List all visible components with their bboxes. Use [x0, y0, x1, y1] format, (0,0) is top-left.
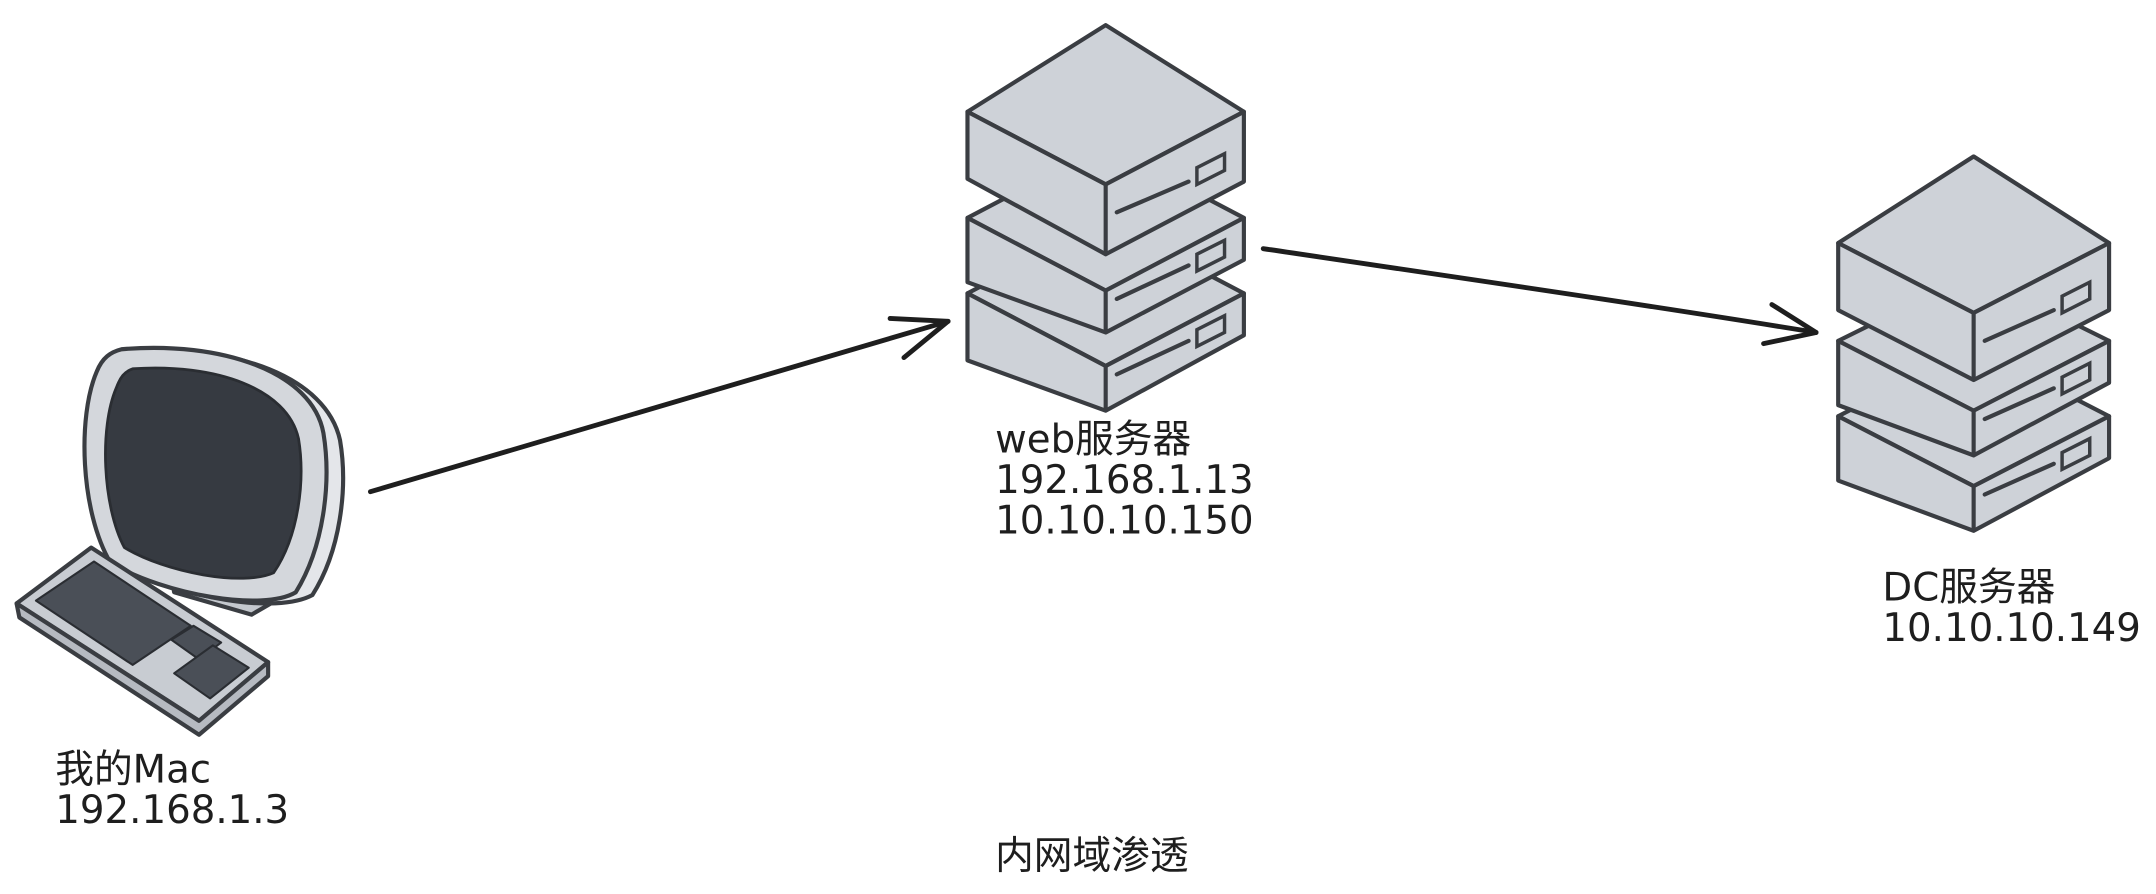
dc-server-name: DC服务器: [1882, 564, 2056, 611]
server-stack-icon: [1836, 154, 2112, 533]
web-server-name: web服务器: [995, 416, 1192, 463]
arrow-web-to-dc: [1260, 246, 1819, 347]
web-server-ip-1: 192.168.1.13: [995, 456, 1254, 503]
web-server-label: web服务器 192.168.1.13 10.10.10.150: [995, 419, 1253, 541]
desktop-computer-icon: [14, 345, 346, 737]
mac-name: 我的Mac: [55, 745, 212, 793]
dc-server-unit-1: [1836, 154, 2112, 383]
mac-label: 我的Mac 192.168.1.3: [55, 749, 289, 830]
server-stack-icon: [965, 23, 1246, 413]
web-server-ip-2: 10.10.10.150: [995, 497, 1254, 544]
diagram-caption: 内网域渗透: [995, 832, 1189, 879]
dc-server-ip: 10.10.10.149: [1882, 604, 2141, 651]
mac-ip: 192.168.1.3: [55, 786, 290, 833]
arrow-mac-to-web: [367, 316, 951, 495]
dc-server-label: DC服务器 10.10.10.149: [1882, 567, 2140, 648]
web-server-unit-1: [965, 23, 1246, 257]
